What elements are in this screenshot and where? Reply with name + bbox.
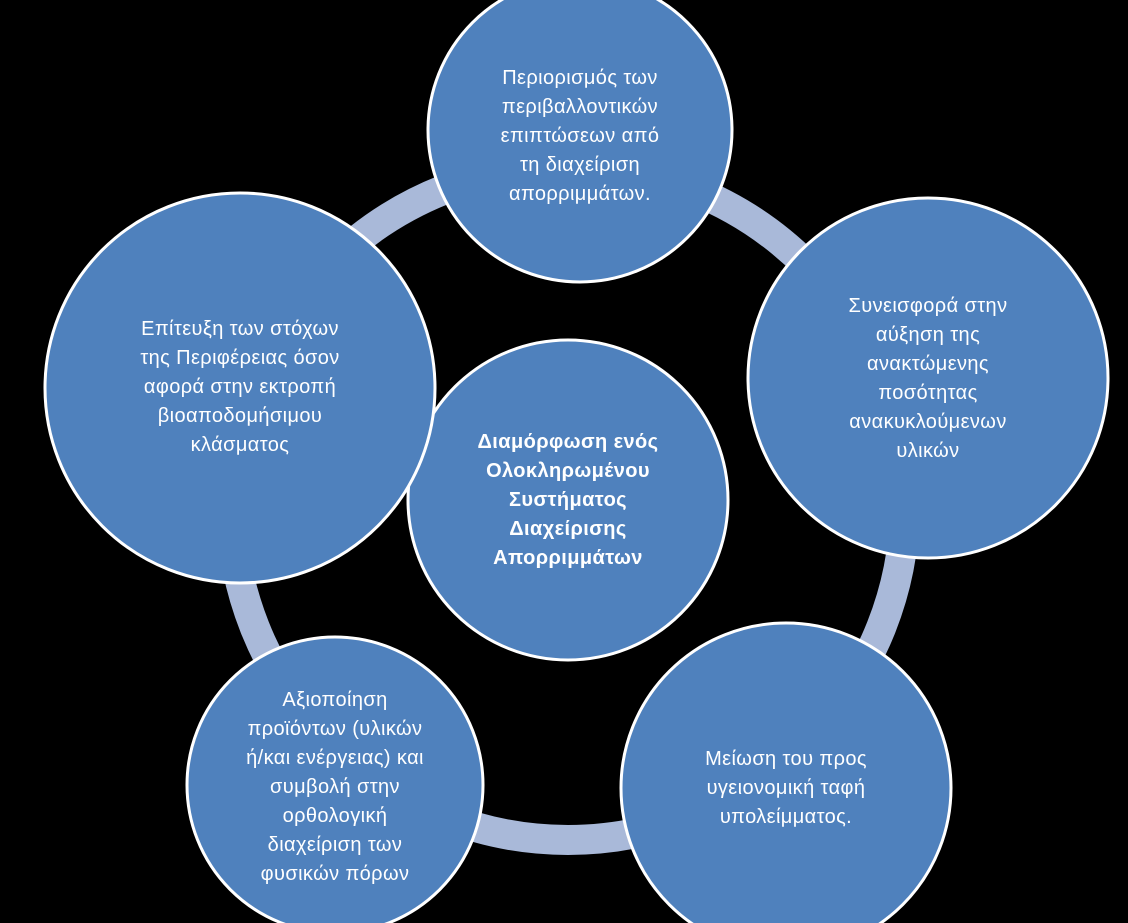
node-circle-bottom-right xyxy=(619,621,953,923)
node-label-bottom-right: Μείωση του προς υγειονομική ταφή υπολείμ… xyxy=(705,747,867,828)
node-label-right: Συνεισφορά στην αύξηση της ανακτώμενης π… xyxy=(848,295,1008,462)
node-circle-top xyxy=(426,0,734,284)
center-label: Διαμόρφωση ενός Ολοκληρωμένου Συστήματος… xyxy=(477,430,659,569)
node-circle-bottom-left xyxy=(185,635,485,923)
node-label-left: Επίτευξη των στόχων της Περιφέρειας όσον… xyxy=(140,317,340,456)
node-circle-right xyxy=(746,196,1110,560)
center-circle xyxy=(406,338,730,662)
node-label-top: Περιορισμός των περιβαλλοντικών επιπτώσε… xyxy=(500,66,660,205)
node-label-bottom-left: Αξιοποίηση προϊόντων (υλικών ή/και ενέργ… xyxy=(246,688,424,885)
node-circle-left xyxy=(43,191,437,585)
